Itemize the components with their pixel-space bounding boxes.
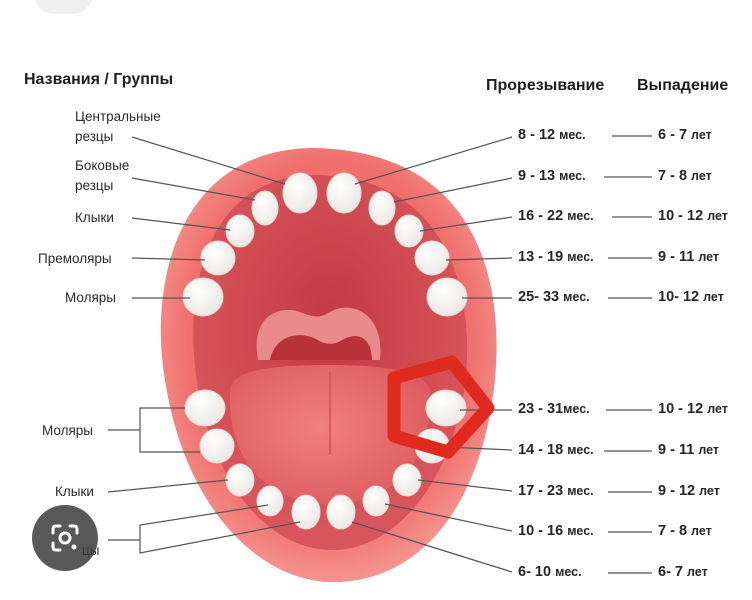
unit-label: лет — [691, 524, 712, 538]
loss-value: 9 - 11 лет — [658, 249, 719, 265]
range-text: 13 - 19 — [518, 249, 564, 265]
loss-value: 9 - 11 лет — [658, 442, 719, 458]
range-text: 9 - 11 — [658, 442, 695, 458]
unit-label: мес. — [559, 128, 586, 142]
lower-canine-right — [392, 463, 422, 497]
unit-label: мес. — [567, 250, 594, 264]
range-text: 9 - 13 — [518, 168, 556, 184]
unit-label: мес. — [567, 443, 594, 457]
label-central-incisors-1: Центральные — [75, 109, 161, 124]
upper-molar-left — [182, 277, 224, 317]
label-central-incisors-2: резцы — [75, 129, 114, 144]
eruption-value: 10 - 16 мес. — [518, 523, 594, 539]
upper-central-incisor-left — [282, 172, 318, 214]
loss-value: 9 - 12 лет — [658, 483, 720, 499]
range-text: 9 - 12 — [658, 483, 696, 499]
range-text: 6- 10 — [518, 564, 552, 580]
upper-canine-right — [394, 214, 424, 248]
left-leader-lines — [107, 136, 301, 554]
top-button-partial[interactable] — [33, 0, 93, 14]
unit-label: мес. — [567, 484, 594, 498]
lower-central-incisor-right — [326, 494, 356, 530]
unit-label: мес. — [563, 290, 590, 304]
unit-label: лет — [691, 128, 712, 142]
eruption-value: 6- 10 мес. — [518, 564, 582, 580]
eruption-value: 16 - 22 мес. — [518, 208, 594, 224]
upper-molar-right — [426, 277, 468, 317]
upper-premolar-right — [414, 240, 450, 276]
unit-label: лет — [703, 290, 724, 304]
upper-lateral-incisor-right — [368, 190, 396, 226]
unit-label: мес. — [555, 565, 582, 579]
range-text: 14 - 18 — [518, 442, 564, 458]
range-text: 6 - 7 — [658, 127, 688, 143]
eruption-value: 9 - 13 мес. — [518, 168, 586, 184]
unit-label: лет — [707, 402, 728, 416]
upper-lateral-incisor-left — [251, 190, 279, 226]
lower-premolar-left — [199, 428, 235, 464]
unit-label: лет — [698, 443, 719, 457]
unit-label: лет — [707, 209, 728, 223]
range-text: 17 - 23 — [518, 483, 564, 499]
label-canines-lower: Клыки — [55, 484, 94, 499]
unit-label: мес. — [559, 169, 586, 183]
loss-value: 6 - 7 лет — [658, 127, 712, 143]
range-text: 7 - 8 — [658, 168, 688, 184]
header-loss: Выпадение — [637, 77, 729, 94]
range-text: 9 - 11 — [658, 249, 695, 265]
upper-premolar-left — [200, 240, 236, 276]
range-text: 10 - 12 — [658, 208, 704, 224]
range-text: 23 - 31 — [518, 401, 564, 417]
loss-value: 6- 7 лет — [658, 564, 708, 580]
highlight-pentagon — [387, 355, 495, 459]
loss-value: 10- 12 лет — [658, 289, 724, 305]
range-text: 7 - 8 — [658, 523, 688, 539]
range-text: 8 - 12 — [518, 127, 556, 143]
unit-label: лет — [699, 484, 720, 498]
loss-value: 7 - 8 лет — [658, 523, 712, 539]
range-text: 10- 12 — [658, 289, 700, 305]
eruption-value: 8 - 12 мес. — [518, 127, 586, 143]
unit-label: мес. — [563, 402, 590, 416]
label-premolars: Премоляры — [38, 251, 112, 266]
lower-molar-left — [184, 389, 226, 427]
label-canines-upper: Клыки — [75, 210, 114, 225]
range-text: 6- 7 — [658, 564, 683, 580]
upper-canine-left — [225, 214, 255, 248]
unit-label: мес. — [567, 209, 594, 223]
loss-value: 10 - 12 лет — [658, 401, 728, 417]
label-lateral-incisors-1: Боковые — [75, 158, 130, 173]
unit-label: лет — [691, 169, 712, 183]
lower-molar-right — [425, 389, 467, 427]
eruption-value: 23 - 31мес. — [518, 401, 590, 417]
label-lateral-incisors-2: резцы — [75, 178, 114, 193]
right-leader-lines — [351, 135, 652, 574]
eruption-value: 13 - 19 мес. — [518, 249, 594, 265]
upper-central-incisor-right — [326, 172, 362, 214]
loss-value: 10 - 12 лет — [658, 208, 728, 224]
range-text: 10 - 12 — [658, 401, 704, 417]
lower-lateral-incisor-left — [256, 485, 284, 517]
unit-label: лет — [687, 565, 708, 579]
unit-label: лет — [698, 250, 719, 264]
range-text: 10 - 16 — [518, 523, 564, 539]
lower-lateral-incisor-right — [362, 485, 390, 517]
lower-canine-left — [225, 463, 255, 497]
eruption-value: 14 - 18 мес. — [518, 442, 594, 458]
label-molars-lower: Моляры — [42, 423, 94, 438]
loss-value: 7 - 8 лет — [658, 168, 712, 184]
eruption-value: 17 - 23 мес. — [518, 483, 594, 499]
header-eruption: Прорезывание — [486, 77, 605, 94]
header-names-groups: Названия / Группы — [24, 71, 174, 88]
unit-label: мес. — [567, 524, 594, 538]
lens-button[interactable] — [32, 505, 98, 571]
range-text: 25- 33 — [518, 289, 560, 305]
label-molars-upper: Моляры — [65, 290, 117, 305]
lower-central-incisor-left — [291, 494, 321, 530]
eruption-value: 25- 33 мес. — [518, 289, 590, 305]
range-text: 16 - 22 — [518, 208, 564, 224]
google-lens-icon — [51, 524, 79, 552]
